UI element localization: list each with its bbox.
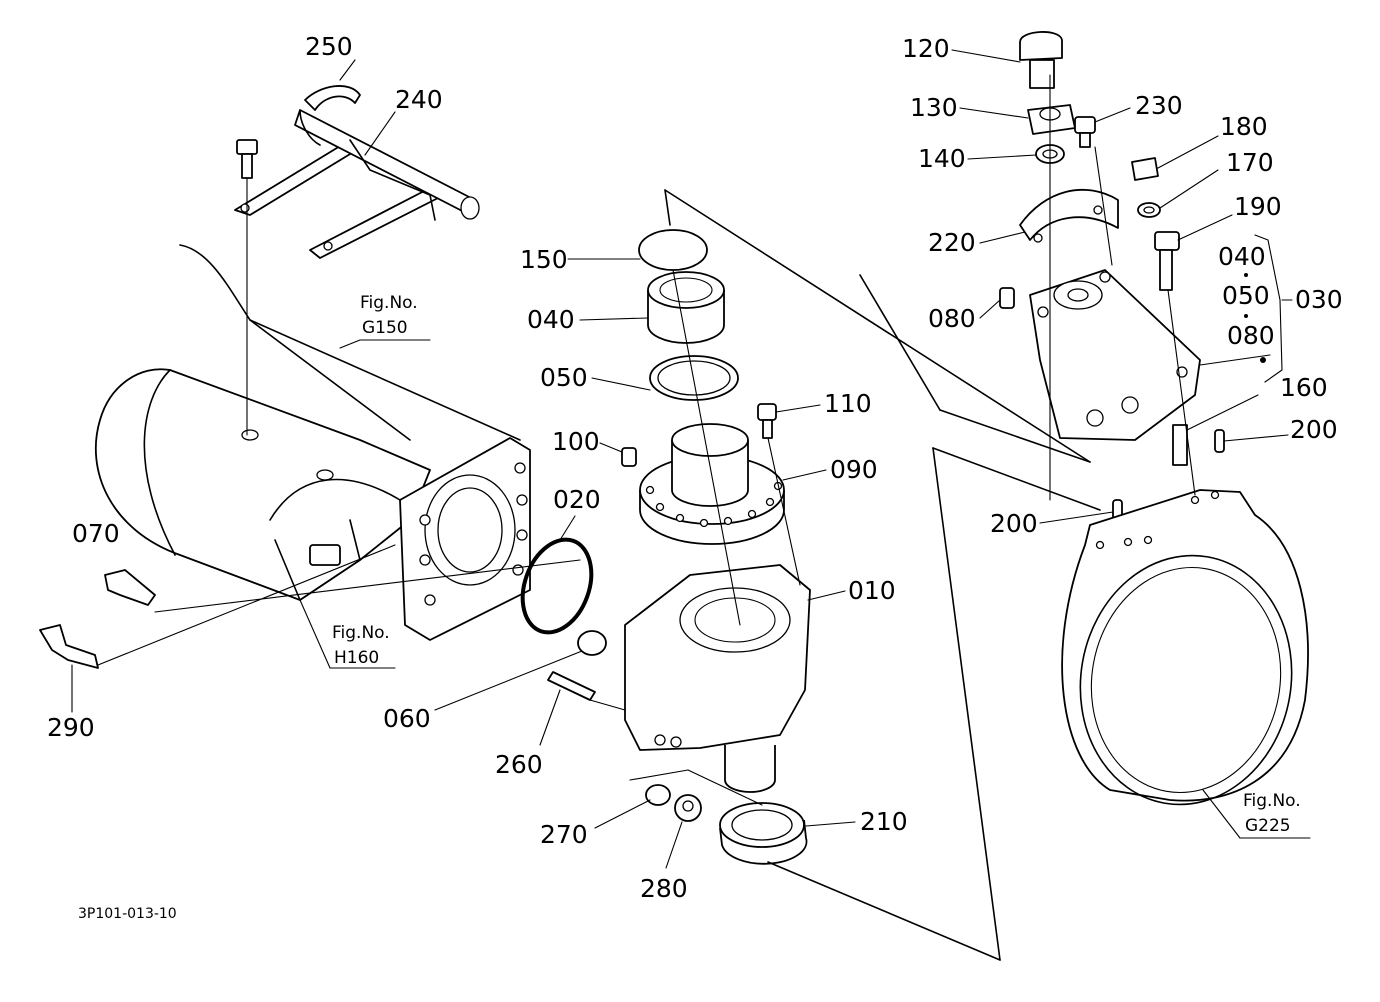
nut-130 [1027, 104, 1076, 135]
ref-g150-title: Fig.No. [360, 293, 418, 313]
nut-280 [674, 794, 702, 822]
label-050: 050 [540, 363, 588, 392]
bolt-top-left [236, 139, 258, 436]
label-080: 080 [928, 304, 976, 333]
stud-160 [1172, 424, 1188, 466]
label-220: 220 [928, 228, 976, 257]
axle-housing [95, 244, 531, 641]
label-040-assembly: 040 [1218, 242, 1266, 271]
oring-020 [520, 537, 594, 635]
label-110: 110 [824, 389, 872, 418]
pin-200a [1214, 429, 1225, 453]
label-100: 100 [552, 427, 600, 456]
label-170: 170 [1226, 148, 1274, 177]
label-290: 290 [47, 713, 95, 742]
ring-050 [649, 355, 739, 401]
label-250: 250 [305, 32, 353, 61]
bolt-230 [1074, 116, 1096, 148]
bolt-110 [757, 403, 777, 439]
label-050-assembly: 050 [1222, 281, 1270, 310]
ref-h160-number: H160 [334, 648, 379, 668]
clamp-250 [299, 85, 361, 146]
label-230: 230 [1135, 91, 1183, 120]
bolt-290 [39, 624, 99, 669]
stud-260 [547, 671, 596, 701]
label-240: 240 [395, 85, 443, 114]
ref-g225-title: Fig.No. [1243, 791, 1301, 811]
label-150: 150 [520, 245, 568, 274]
bracket-220 [1019, 188, 1119, 243]
cap-150 [638, 229, 708, 271]
label-130: 130 [910, 93, 958, 122]
label-280: 280 [640, 874, 688, 903]
collar-060 [577, 630, 607, 656]
label-010: 010 [848, 576, 896, 605]
label-090: 090 [830, 455, 878, 484]
flange-090 [639, 423, 785, 545]
leader-lines [71, 49, 1311, 961]
label-040: 040 [527, 305, 575, 334]
label-060: 060 [383, 704, 431, 733]
plug-120 [1019, 31, 1063, 89]
label-270: 270 [540, 820, 588, 849]
figure-references: Fig.No. G150 Fig.No. H160 Fig.No. G225 [332, 293, 1301, 836]
bevel-gear-case-g225 [1061, 489, 1309, 806]
label-190: 190 [1234, 192, 1282, 221]
label-080-assembly: 080 [1227, 321, 1275, 350]
washer-270 [645, 784, 671, 806]
label-180: 180 [1220, 112, 1268, 141]
part-labels: 250 240 150 040 050 100 110 090 020 010 … [47, 32, 1343, 903]
plug-100 [621, 447, 637, 467]
label-260: 260 [495, 750, 543, 779]
ref-g150-number: G150 [362, 318, 408, 338]
washer-170 [1137, 202, 1161, 218]
label-030: 030 [1295, 285, 1343, 314]
label-140: 140 [918, 144, 966, 173]
label-120: 120 [902, 34, 950, 63]
label-200-left: 200 [990, 509, 1038, 538]
nut-180 [1131, 157, 1159, 181]
ref-g225-number: G225 [1245, 816, 1291, 836]
label-020: 020 [553, 485, 601, 514]
seal-210 [719, 802, 808, 865]
lever-bracket-240 [234, 109, 480, 259]
fitting-080 [999, 287, 1015, 309]
ref-h160-title: Fig.No. [332, 623, 390, 643]
nut-070 [104, 569, 156, 606]
label-210: 210 [860, 807, 908, 836]
bushing-040 [647, 271, 725, 344]
case-assembly-030 [1029, 269, 1201, 441]
label-160: 160 [1280, 373, 1328, 402]
gear-case-010 [624, 564, 811, 793]
label-070: 070 [72, 519, 120, 548]
bolt-190 [1154, 231, 1180, 291]
drawing-code: 3P101-013-10 [78, 906, 177, 922]
label-200-right: 200 [1290, 415, 1338, 444]
